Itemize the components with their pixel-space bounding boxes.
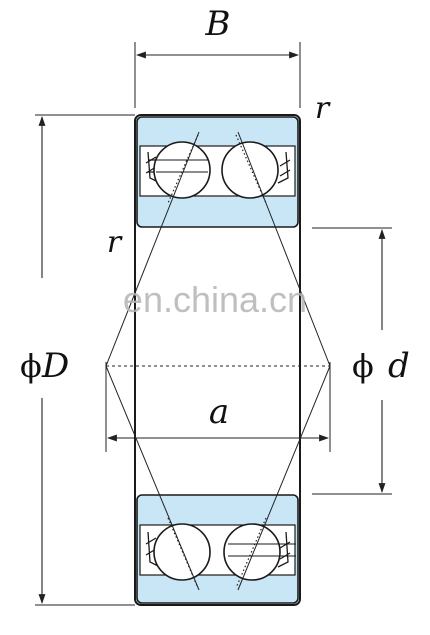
bearing-outline xyxy=(134,114,301,606)
dotted-contact-lines xyxy=(167,134,267,589)
extension-lines xyxy=(35,42,392,606)
width-label: B xyxy=(205,4,231,44)
outer-diameter-label: D xyxy=(41,346,69,386)
outer-diameter-phi: ϕ xyxy=(20,347,42,385)
contact-lines xyxy=(105,131,331,591)
bore-diameter-phi: ϕ xyxy=(352,347,374,385)
chamfer-label-side: r xyxy=(107,225,123,260)
watermark-text: en.china.cn xyxy=(123,279,307,320)
ball-top-left xyxy=(153,141,211,199)
ball-top-right xyxy=(221,141,279,199)
bottom-ring-section xyxy=(136,494,299,604)
top-ring-section xyxy=(136,116,299,228)
dimension-lines xyxy=(38,51,386,604)
bore-diameter-label: d xyxy=(388,346,410,386)
chamfer-label-top: r xyxy=(315,91,331,126)
load-center-label: a xyxy=(209,392,229,432)
